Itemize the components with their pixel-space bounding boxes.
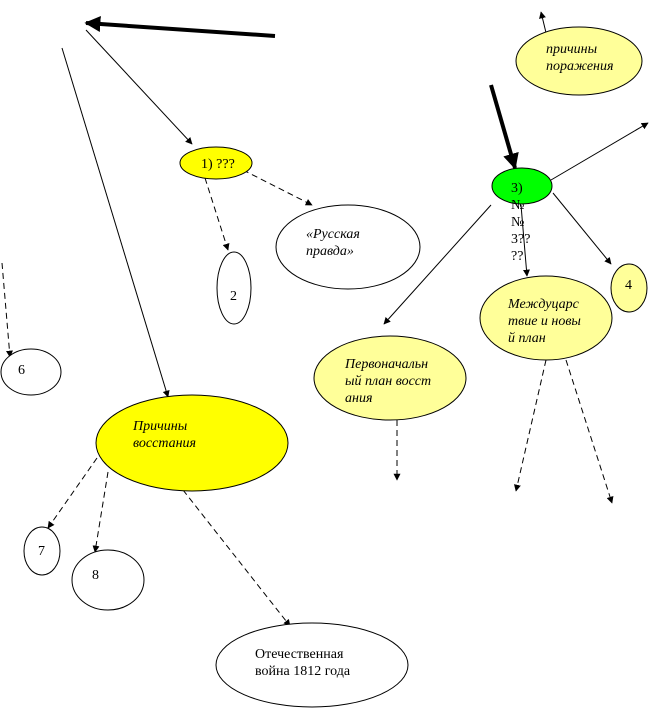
arrow-to-upper-right xyxy=(550,122,649,181)
dashed-arrow-down-right-interregnum xyxy=(565,359,614,504)
node-4-label: 4 xyxy=(625,278,632,293)
causes-of-defeat-node xyxy=(515,26,643,96)
dashed-arrow-to-patriotic-war xyxy=(182,489,291,627)
interregnum-node xyxy=(479,275,613,361)
arrow-to-node-4 xyxy=(552,192,612,265)
arrow-to-interregnum xyxy=(520,204,530,277)
dashed-arrow-to-node-6 xyxy=(1,262,13,358)
node-8 xyxy=(71,549,145,611)
arrow-to-initial-plan xyxy=(383,204,492,325)
dashed-arrow-to-node-8 xyxy=(92,471,109,553)
node-3 xyxy=(491,167,553,205)
causes-of-uprising-node xyxy=(95,394,289,492)
dashed-arrow-to-russkaya-pravda xyxy=(242,169,313,206)
dashed-arrow-to-node-7 xyxy=(47,457,98,529)
node-8-label: 8 xyxy=(92,568,99,583)
node-3-label: 3) № № 3?? ?? xyxy=(511,181,531,264)
node-2 xyxy=(216,251,252,325)
arrow-to-causes-of-uprising xyxy=(61,47,170,398)
causes-of-defeat-label: причины поражения xyxy=(546,42,614,74)
node-7-label: 7 xyxy=(38,544,45,559)
dashed-arrow-down-left-interregnum xyxy=(513,359,547,492)
thick-arrow-top-left xyxy=(84,16,276,38)
patriotic-war-node xyxy=(215,622,409,708)
node-2-label: 2 xyxy=(230,289,237,304)
initial-plan-node xyxy=(313,335,467,421)
node-1 xyxy=(179,146,253,180)
initial-plan-label: Первоначальный план восстания xyxy=(345,357,432,406)
node-7 xyxy=(23,526,61,576)
dashed-arrow-to-node-2 xyxy=(204,177,230,251)
interregnum-label: Междуцарствие и новый план xyxy=(508,297,581,346)
node-6-label: 6 xyxy=(18,363,25,378)
node-6 xyxy=(0,348,62,396)
patriotic-war-label: Отечественная война 1812 года xyxy=(255,647,351,679)
causes-of-uprising-label: Причины восстания xyxy=(133,419,197,451)
thick-arrow-to-node-3 xyxy=(489,84,519,170)
node-1-label: 1) ??? xyxy=(201,157,235,172)
russkaya-pravda-node xyxy=(275,204,421,290)
russkaya-pravda-label: «Русская правда» xyxy=(306,227,360,259)
arrow-to-node-1 xyxy=(85,29,193,145)
node-4 xyxy=(610,263,648,313)
